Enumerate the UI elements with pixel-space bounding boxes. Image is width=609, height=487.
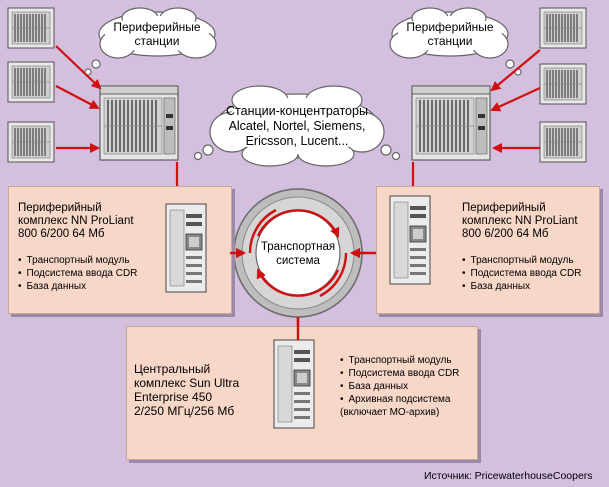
- list-item: Подсистема ввода CDR: [340, 367, 460, 380]
- center-panel-title: Центральный комплекс Sun Ultra Enterpris…: [134, 362, 240, 418]
- left-panel-list: Транспортный модуль Подсистема ввода CDR…: [18, 254, 138, 293]
- transport-label: Транспортная система: [260, 241, 336, 267]
- server-tower-right: [389, 195, 431, 285]
- cloud-right-label: Периферийные станции: [406, 20, 494, 48]
- cloud-center-label: Станции-концентраторы Alcatel, Nortel, S…: [226, 104, 368, 148]
- center-panel-list: Транспортный модуль Подсистема ввода CDR…: [340, 354, 459, 419]
- list-item: База данных: [18, 280, 137, 293]
- arrow-left-1: [55, 45, 102, 90]
- list-item: Подсистема ввода CDR: [18, 267, 138, 280]
- server-tower-left: [165, 203, 207, 293]
- left-panel-title: Периферийный комплекс NN ProLiant 800 6/…: [18, 202, 134, 240]
- arrow-right-2: [490, 87, 541, 112]
- list-item: База данных: [462, 280, 581, 293]
- cloud-left-label: Периферийные станции: [113, 20, 201, 48]
- list-item: Подсистема ввода CDR: [462, 267, 582, 280]
- arrow-right-1: [490, 49, 541, 92]
- list-item: Транспортный модуль: [18, 254, 137, 267]
- right-panel-list: Транспортный модуль Подсистема ввода CDR…: [462, 254, 582, 293]
- list-item: Транспортный модуль: [462, 254, 581, 267]
- list-item: База данных: [340, 380, 459, 393]
- arrow-left-2: [55, 85, 100, 109]
- server-tower-center: [273, 339, 315, 429]
- right-panel-title: Периферийный комплекс NN ProLiant 800 6/…: [462, 202, 578, 240]
- list-item: Архивная подсистема (включает МО-архив): [340, 393, 459, 419]
- list-item: Транспортный модуль: [340, 354, 459, 367]
- source-credit: Источник: PricewaterhouseCoopers: [424, 470, 593, 482]
